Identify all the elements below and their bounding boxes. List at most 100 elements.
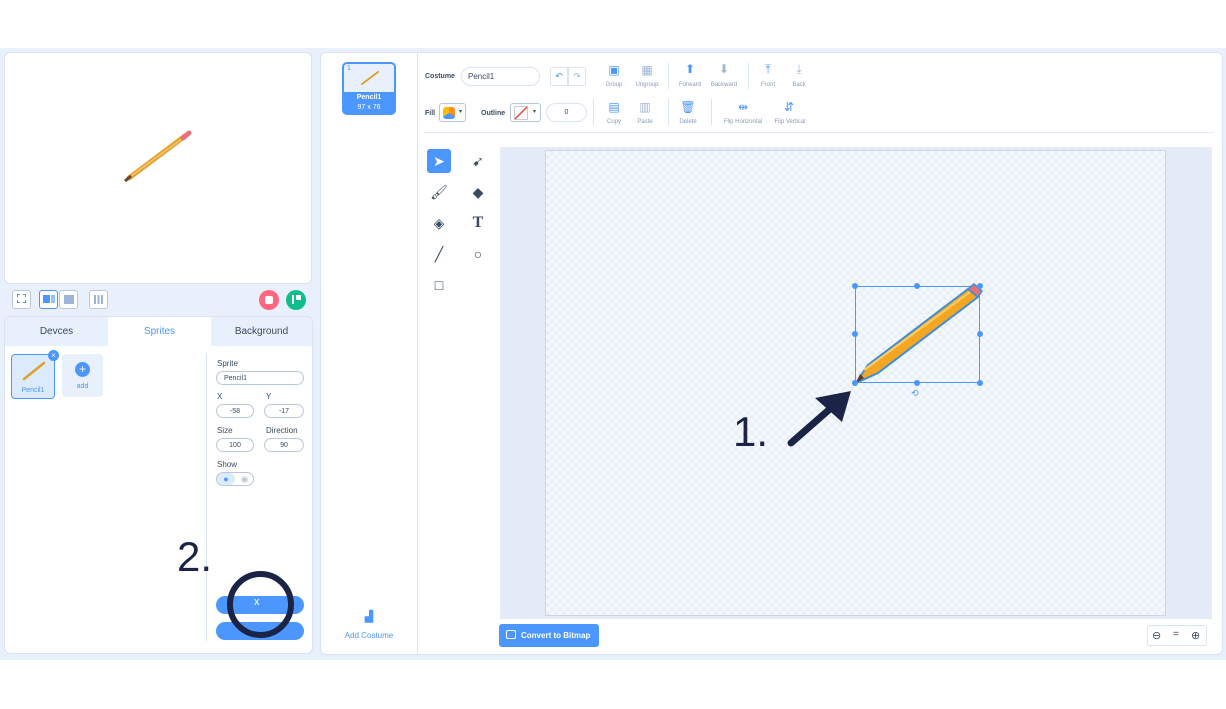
- handle-top-right[interactable]: [977, 283, 983, 289]
- hidden-eye-icon[interactable]: ◉: [240, 474, 249, 484]
- size-input[interactable]: 100: [216, 438, 254, 452]
- convert-label: Convert to Bitmap: [521, 631, 591, 640]
- annotation-arrow: [787, 391, 851, 447]
- visible-eye-icon[interactable]: ●: [217, 473, 235, 485]
- group-label[interactable]: Group: [605, 82, 623, 88]
- fill-tool[interactable]: ◈: [427, 211, 451, 235]
- flip-vertical-label[interactable]: Flip Vertical: [774, 119, 806, 125]
- add-costume-icon[interactable]: ▟: [364, 611, 374, 623]
- add-costume-label[interactable]: Add Costume: [344, 631, 394, 640]
- copy-icon[interactable]: ▤: [608, 100, 620, 114]
- handle-bottom-right[interactable]: [977, 380, 983, 386]
- flip-vertical-icon[interactable]: ⇵: [783, 100, 795, 114]
- circle-icon: ○: [473, 246, 483, 262]
- eraser-icon: ◆: [472, 183, 484, 200]
- outline-width-input[interactable]: 0: [546, 103, 587, 122]
- outline-color-picker[interactable]: ▾: [510, 103, 541, 122]
- costume-size: 97 x 76: [357, 104, 381, 111]
- costume-name: Pencil1: [356, 94, 382, 101]
- sprite-tile-pencil1[interactable]: Pencil1 ×: [11, 350, 59, 399]
- rectangle-tool[interactable]: □: [427, 273, 451, 297]
- copy-label[interactable]: Copy: [606, 119, 621, 125]
- fullscreen-button[interactable]: [12, 290, 31, 309]
- large-stage-button[interactable]: [59, 290, 78, 309]
- fill-color-picker[interactable]: ▾: [439, 103, 466, 122]
- front-icon[interactable]: ⤒: [765, 62, 771, 76]
- costume-tile-1[interactable]: 1 Pencil1 97 x 76: [342, 62, 396, 115]
- paste-label[interactable]: Paste: [637, 119, 653, 125]
- x-input[interactable]: -58: [216, 404, 254, 418]
- delete-label[interactable]: Delete: [679, 119, 697, 125]
- undo-button[interactable]: ↶: [550, 67, 568, 86]
- stop-button[interactable]: [259, 290, 279, 310]
- delete-sprite-icon[interactable]: ×: [48, 350, 59, 361]
- trash-icon[interactable]: 🗑: [680, 100, 696, 114]
- annotation-circle: [227, 571, 294, 638]
- annotation-step-1: 1.: [733, 408, 769, 455]
- tab-sprites[interactable]: Sprites: [108, 317, 211, 346]
- redo-button[interactable]: ↷: [568, 67, 586, 86]
- zoom-reset-button[interactable]: =: [1173, 629, 1179, 640]
- handle-bottom-left[interactable]: [852, 380, 858, 386]
- zoom-out-icon[interactable]: ⊖: [1152, 630, 1162, 642]
- back-icon[interactable]: ⤓: [796, 62, 802, 76]
- handle-bottom-mid[interactable]: [914, 380, 920, 386]
- add-sprite-tile[interactable]: + add: [62, 354, 103, 397]
- convert-to-bitmap-button[interactable]: Convert to Bitmap: [499, 624, 599, 647]
- toolbar-divider-5: [711, 99, 712, 125]
- go-button[interactable]: [286, 290, 306, 310]
- ungroup-icon[interactable]: ▦: [641, 63, 653, 77]
- undo-icon: ↶: [555, 71, 563, 81]
- brush-tool[interactable]: 🖌: [427, 180, 451, 204]
- flip-horizontal-icon[interactable]: ⇹: [737, 100, 749, 114]
- arrow-icon: ➤: [433, 152, 445, 169]
- text-tool[interactable]: T: [466, 211, 490, 235]
- costume-name-input[interactable]: Pencil1: [461, 67, 540, 86]
- pencil-thumbnail: [22, 361, 46, 381]
- circle-tool[interactable]: ○: [466, 242, 490, 266]
- handle-top-left[interactable]: [852, 283, 858, 289]
- handle-mid-left[interactable]: [852, 331, 858, 337]
- drawing-canvas[interactable]: [545, 150, 1166, 616]
- backward-icon[interactable]: ⬇: [718, 62, 730, 76]
- direction-input[interactable]: 90: [264, 438, 304, 452]
- y-label: Y: [266, 392, 272, 401]
- reshape-tool[interactable]: ➹: [466, 149, 490, 173]
- pencil-costume[interactable]: [850, 282, 985, 387]
- grid-icon: [94, 295, 103, 304]
- rotate-handle-icon[interactable]: ⟲: [911, 388, 919, 398]
- line-icon: ╱: [434, 245, 444, 262]
- toolbar-separator: [424, 132, 1214, 133]
- fill-swatch-icon: [443, 107, 455, 119]
- pencil-costume-icon: [361, 71, 379, 85]
- group-icon[interactable]: ▣: [608, 63, 620, 77]
- handle-mid-right[interactable]: [977, 331, 983, 337]
- small-stage-button[interactable]: [39, 290, 58, 309]
- handle-top-mid[interactable]: [914, 283, 920, 289]
- grid-button[interactable]: [89, 290, 108, 309]
- sprite-name-input[interactable]: Pencil1: [216, 371, 304, 385]
- toolbar-divider-4: [668, 99, 669, 125]
- tab-background[interactable]: Background: [234, 326, 289, 337]
- paste-icon[interactable]: ▥: [639, 100, 651, 114]
- costume-number: 1: [347, 65, 351, 72]
- size-label: Size: [217, 426, 233, 435]
- front-label[interactable]: Front: [760, 82, 775, 88]
- flip-horizontal-label[interactable]: Flip Horizontal: [723, 119, 763, 125]
- stage-pencil-sprite[interactable]: [123, 128, 195, 184]
- select-tool[interactable]: ➤: [427, 149, 451, 173]
- tab-devices[interactable]: Devces: [39, 326, 74, 337]
- eraser-tool[interactable]: ◆: [466, 180, 490, 204]
- backward-label[interactable]: Backward: [710, 82, 738, 88]
- fullscreen-icon: [17, 294, 26, 303]
- redo-icon: ↷: [573, 71, 581, 81]
- green-flag-icon: [292, 295, 301, 304]
- line-tool[interactable]: ╱: [427, 242, 451, 266]
- zoom-in-icon[interactable]: ⊕: [1191, 630, 1201, 642]
- forward-label[interactable]: Forward: [678, 82, 701, 88]
- y-input[interactable]: -17: [264, 404, 304, 418]
- forward-icon[interactable]: ⬆: [684, 62, 696, 76]
- ungroup-label[interactable]: Ungroup: [635, 82, 659, 88]
- back-label[interactable]: Back: [792, 82, 806, 88]
- close-x-icon: x: [254, 596, 260, 608]
